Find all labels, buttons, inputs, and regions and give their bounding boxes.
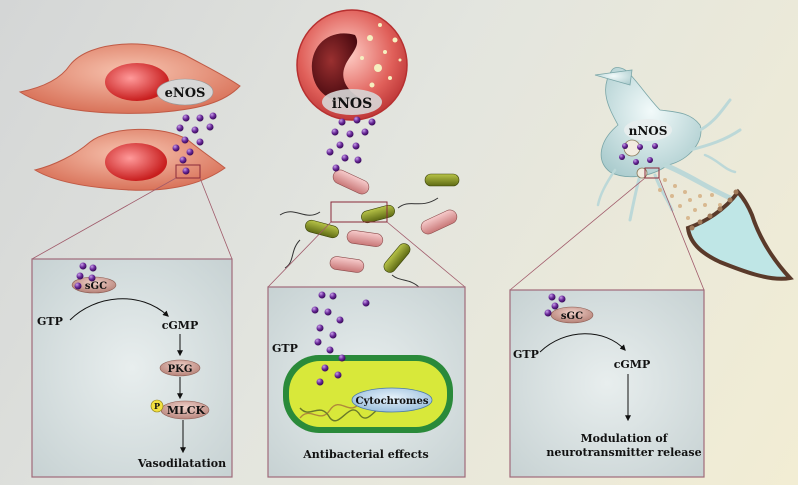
zoom-box-left	[175, 164, 201, 179]
bacterium-olive-1	[424, 173, 460, 187]
nucleus-top	[105, 63, 169, 101]
mlck-label: MLCK	[167, 404, 206, 417]
no-dots	[74, 112, 658, 386]
bacterium-olive-4	[383, 243, 411, 273]
bacterium-olive-3	[305, 219, 339, 239]
inos-label-bg	[322, 89, 382, 115]
modulation-label-line1: Modulation of	[580, 432, 668, 445]
endothelial-cell-top	[18, 43, 241, 114]
bacteria-cluster	[279, 169, 460, 289]
bacterium-pink-2	[420, 209, 458, 235]
bacterium-pink-1	[332, 169, 370, 195]
phospho-badge	[150, 399, 164, 413]
antibacterial-label: Antibacterial effects	[302, 448, 429, 461]
nnos-label-bg	[624, 119, 672, 141]
right-panel	[509, 289, 705, 478]
macrophage-nucleus	[311, 33, 360, 102]
bacterium-pink-4	[329, 256, 365, 273]
postsynaptic-terminal	[685, 188, 794, 281]
zoom-box-middle	[330, 201, 388, 223]
cytochromes-label: Cytochromes	[356, 396, 429, 407]
bacterium-olive-2	[361, 204, 395, 224]
gtp-label-middle: GTP	[272, 342, 298, 355]
neurotransmitter-dots	[658, 178, 722, 224]
cgmp-label-left: cGMP	[162, 319, 199, 332]
modulation-label-line2: neurotransmitter release	[546, 446, 701, 459]
nucleus-bottom	[105, 143, 167, 181]
enos-label: eNOS	[165, 86, 206, 101]
cgmp-label-right: cGMP	[614, 358, 651, 371]
phospho-label: P	[154, 401, 160, 411]
endothelial-cell-bottom	[33, 128, 226, 191]
sgc-label-left: sGC	[85, 281, 107, 292]
vasodilatation-label: Vasodilatation	[137, 457, 226, 470]
bacterium-pink-3	[346, 230, 384, 247]
macrophage-cell	[296, 9, 408, 121]
gtp-label-left: GTP	[37, 315, 63, 328]
pkg-label: PKG	[168, 364, 193, 375]
pkg-pill	[159, 359, 201, 377]
inos-label: iNOS	[332, 96, 372, 112]
zoom-box-right	[644, 167, 660, 179]
neuron-cell	[594, 67, 742, 222]
enos-label-bg	[156, 78, 214, 106]
sgc-pill-right	[550, 306, 594, 324]
gtp-label-right: GTP	[513, 348, 539, 361]
left-panel	[31, 258, 233, 478]
sgc-label-right: sGC	[561, 311, 583, 322]
nnos-label: nNOS	[629, 124, 668, 138]
cytochromes-oval	[351, 387, 433, 413]
